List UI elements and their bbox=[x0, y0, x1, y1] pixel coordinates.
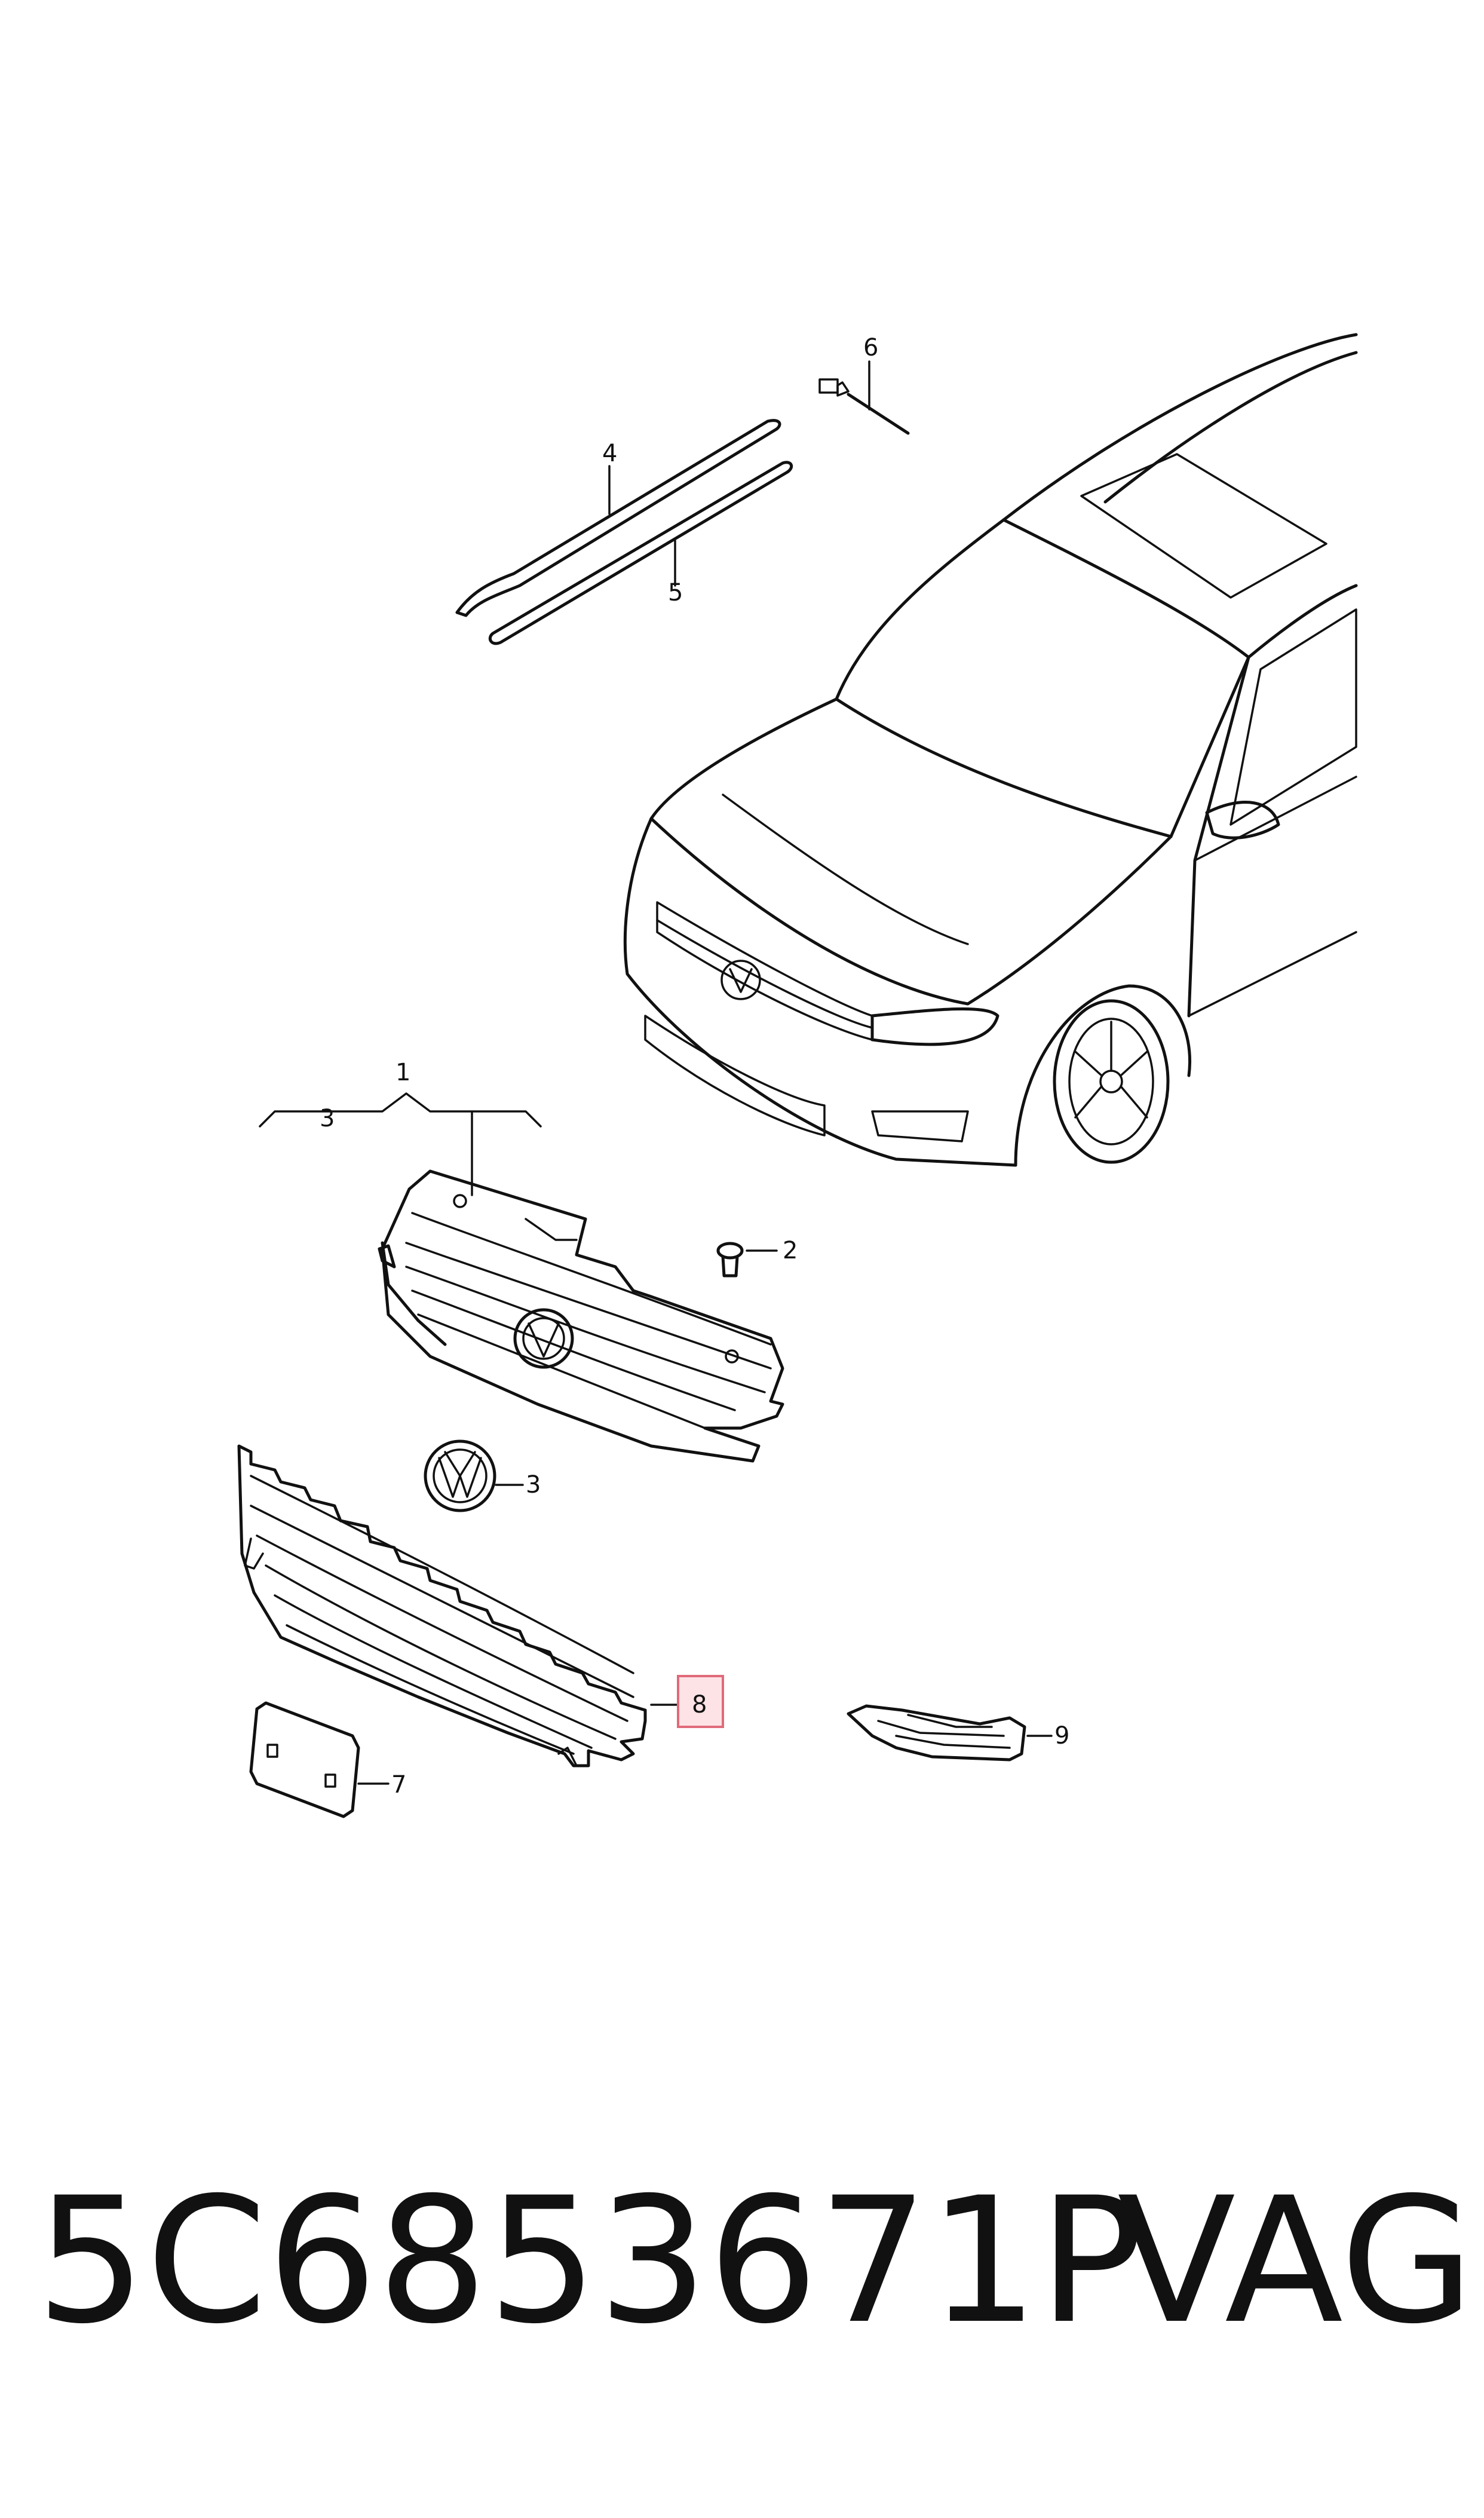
parts-diagram: 6 4 5 1 3 2 3 8 7 9 bbox=[237, 333, 1358, 1818]
diagram-canvas: 6 4 5 1 3 2 3 8 7 9 bbox=[237, 333, 1358, 1818]
callout-7: 7 bbox=[391, 1771, 406, 1799]
car-illustration bbox=[623, 333, 1358, 1167]
license-plate-bracket bbox=[249, 1701, 390, 1818]
part-caption: 5C6853671P VAG bbox=[0, 2163, 1484, 2414]
rivet-pin bbox=[818, 360, 910, 435]
callout-2: 2 bbox=[783, 1237, 798, 1264]
callout-bracket-1 bbox=[259, 1092, 542, 1196]
part-number: 5C6853671P bbox=[36, 2161, 1143, 2362]
screw bbox=[716, 1242, 778, 1278]
vw-emblem bbox=[424, 1439, 524, 1512]
upper-grille bbox=[378, 1169, 784, 1463]
callout-9: 9 bbox=[1054, 1722, 1069, 1750]
callout-6: 6 bbox=[863, 334, 878, 362]
callout-5: 5 bbox=[668, 579, 683, 606]
brand-name: VAG bbox=[1117, 2161, 1474, 2362]
callout-3-emblem: 3 bbox=[526, 1471, 541, 1499]
callout-3-bracket: 3 bbox=[320, 1105, 335, 1132]
callout-4: 4 bbox=[602, 440, 617, 467]
lower-grille bbox=[237, 1444, 679, 1767]
roof-moulding-strips bbox=[455, 419, 793, 645]
callout-1: 1 bbox=[395, 1059, 410, 1086]
fog-light-grille bbox=[847, 1704, 1053, 1762]
callout-labels: 6 4 5 1 3 2 3 8 7 9 bbox=[320, 334, 1069, 1799]
callout-8-highlight bbox=[677, 1675, 724, 1728]
callout-8: 8 bbox=[692, 1691, 707, 1719]
